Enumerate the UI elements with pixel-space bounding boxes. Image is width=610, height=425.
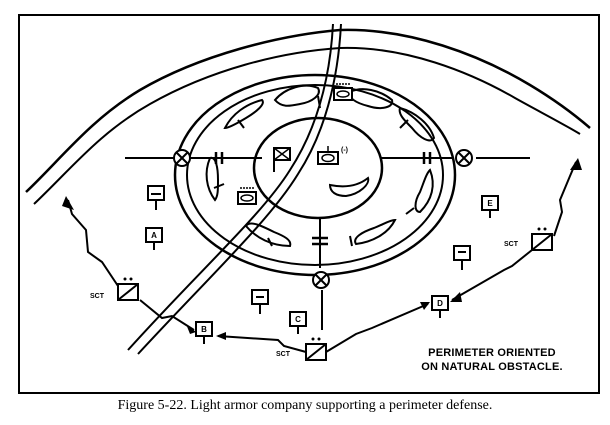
phase-lines [125,157,530,330]
figure-frame [18,14,600,394]
armor-symbol-north [333,83,353,101]
unit-a: A [145,227,163,250]
armor-symbol-west [237,187,257,205]
hq-reduced-label: (-) [341,147,348,154]
scout-south [305,337,327,361]
arrow-heads [62,158,582,340]
unit-e-label: E [487,199,493,208]
road-line-b [137,23,342,355]
middle-perimeter-ring [186,84,444,266]
scout-east-label: SCT [504,241,519,248]
natural-obstacle-inner [33,46,581,205]
scout-west-label: SCT [90,293,105,300]
scout-south-label: SCT [276,351,291,358]
command-post-flag [273,147,291,172]
natural-obstacle-outer [25,28,591,193]
contact-point-east [455,149,473,167]
contact-point-west [173,149,191,167]
unit-b-label: B [201,325,207,334]
scout-west [117,277,139,301]
unit-d: D [431,295,449,318]
note-line-2: ON NATURAL OBSTACLE. [421,361,563,373]
platoon-marker-se [453,245,471,270]
unit-e: E [481,195,499,218]
fighting-positions [205,84,436,248]
note-line-1: PERIMETER ORIENTED [428,347,556,359]
inner-perimeter-ring [252,116,384,220]
scout-arrows [67,161,577,353]
boundary-marks [214,152,432,246]
unit-a-label: A [151,231,157,240]
unit-b: B [195,321,213,344]
road-line-a [127,23,334,351]
perimeter-note: PERIMETER ORIENTED ON NATURAL OBSTACLE. [392,346,592,374]
platoon-marker-s [251,289,269,314]
scout-east [531,227,553,251]
unit-d-label: D [437,299,443,308]
platoon-marker-nw [147,185,165,210]
unit-c-label: C [295,315,301,324]
unit-c: C [289,311,307,334]
hq-armor-symbol [317,146,339,165]
contact-point-south [312,271,330,289]
figure-caption: Figure 5-22. Light armor company support… [117,398,493,413]
